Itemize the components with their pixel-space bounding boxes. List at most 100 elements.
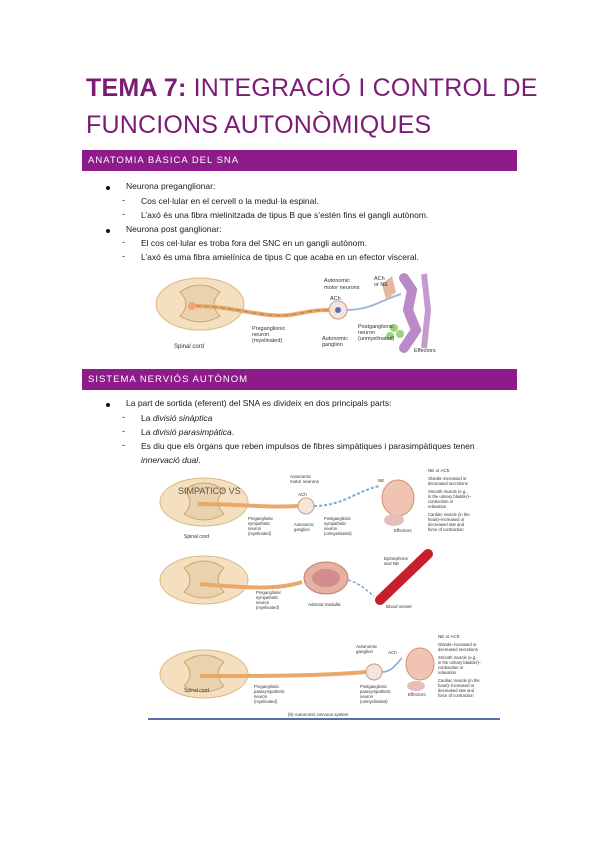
svg-text:NE or ACh:: NE or ACh: bbox=[438, 634, 461, 639]
svg-text:decreased secretions: decreased secretions bbox=[438, 647, 478, 652]
svg-text:(unmyelinated): (unmyelinated) bbox=[324, 531, 352, 536]
fig1-label-motor-neurons: Autonomic bbox=[324, 278, 350, 284]
dash: - bbox=[122, 237, 125, 247]
svg-text:ganglion: ganglion bbox=[322, 342, 343, 348]
svg-text:heart)–increased or: heart)–increased or bbox=[438, 683, 475, 688]
bullet-dot bbox=[106, 229, 110, 233]
svg-text:Smooth muscle (e.g.,: Smooth muscle (e.g., bbox=[438, 655, 478, 660]
svg-text:Preganglionic: Preganglionic bbox=[248, 516, 273, 521]
svg-text:Preganglionic: Preganglionic bbox=[252, 326, 286, 332]
svg-text:Adrenal medulla: Adrenal medulla bbox=[308, 602, 341, 607]
figure-ans-divisions: SIMPATICO VS Autonomic motor neurons NE … bbox=[148, 468, 500, 722]
figure-caption: (b) Autonomic nervous system bbox=[288, 712, 349, 717]
sub-item: L’axó és una fibra mielinitzada de tipus… bbox=[141, 210, 429, 220]
svg-text:relaxation: relaxation bbox=[428, 504, 447, 509]
svg-text:Effectors: Effectors bbox=[394, 528, 412, 533]
svg-text:NE or ACh:: NE or ACh: bbox=[428, 468, 451, 473]
grey-matter-shape bbox=[179, 284, 221, 323]
bullet-dot bbox=[106, 403, 110, 407]
svg-text:or NE: or NE bbox=[374, 282, 388, 288]
svg-text:neuron: neuron bbox=[252, 332, 269, 338]
svg-text:sympathetic: sympathetic bbox=[324, 521, 346, 526]
row-adrenal: Epinephrine and NE Preganglionic sympath… bbox=[159, 549, 433, 610]
svg-text:Glands–increased or: Glands–increased or bbox=[428, 476, 467, 481]
svg-text:(unmyelinated): (unmyelinated) bbox=[360, 699, 388, 704]
blood-vessel-shape bbox=[375, 549, 433, 605]
svg-text:Autonomic: Autonomic bbox=[322, 336, 348, 342]
title-rest: INTEGRACIÓ I CONTROL DE bbox=[186, 74, 538, 102]
svg-text:Blood vessel: Blood vessel bbox=[386, 604, 412, 609]
svg-text:Glands–increased or: Glands–increased or bbox=[438, 642, 477, 647]
effector-gland bbox=[399, 273, 422, 353]
neuron-body bbox=[188, 302, 196, 310]
sub-item-parasimpatica: La divisió parasimpàtica. bbox=[141, 427, 235, 437]
dash: - bbox=[122, 440, 125, 450]
row-sympathetic: SIMPATICO VS Autonomic motor neurons NE … bbox=[159, 468, 472, 540]
row-parasympathetic: Autonomic ganglion ACh NE or ACh: Glands… bbox=[159, 634, 482, 704]
svg-text:Autonomic: Autonomic bbox=[356, 644, 378, 649]
svg-text:motor neurons: motor neurons bbox=[290, 479, 320, 484]
svg-text:parasympathetic: parasympathetic bbox=[360, 689, 391, 694]
svg-text:(myelinated): (myelinated) bbox=[254, 699, 278, 704]
dash: - bbox=[122, 209, 125, 219]
svg-text:ACh: ACh bbox=[298, 492, 307, 497]
svg-text:Postganglionic: Postganglionic bbox=[324, 516, 351, 521]
svg-text:parasympathetic: parasympathetic bbox=[254, 689, 285, 694]
svg-text:decreased rate and: decreased rate and bbox=[438, 688, 475, 693]
svg-text:Epinephrine: Epinephrine bbox=[384, 556, 409, 561]
svg-text:ACh: ACh bbox=[330, 296, 341, 302]
figure-autonomic-neurons: Autonomic motor neurons ACh or NE ACh Sp… bbox=[146, 270, 456, 354]
svg-text:motor neurons: motor neurons bbox=[324, 285, 360, 291]
svg-text:(myelinated): (myelinated) bbox=[252, 338, 282, 344]
intro-text: La part de sortida (eferent) del SNA es … bbox=[126, 398, 392, 408]
dash: - bbox=[122, 251, 125, 261]
svg-text:Effectors: Effectors bbox=[408, 692, 426, 697]
svg-text:Spinal cord: Spinal cord bbox=[184, 688, 209, 694]
svg-text:Spinal cord: Spinal cord bbox=[184, 534, 209, 540]
svg-text:relaxation: relaxation bbox=[438, 670, 457, 675]
svg-text:Postganglionic: Postganglionic bbox=[360, 684, 387, 689]
svg-text:Autonomic: Autonomic bbox=[290, 474, 312, 479]
svg-text:Spinal cord: Spinal cord bbox=[174, 344, 204, 350]
title-line2: FUNCIONS AUTONÒMIQUES bbox=[86, 111, 432, 139]
svg-text:in the urinary bladder)–: in the urinary bladder)– bbox=[428, 494, 472, 499]
svg-text:sympathetic: sympathetic bbox=[248, 521, 270, 526]
svg-text:(unmyelinated): (unmyelinated) bbox=[358, 336, 395, 342]
dash: - bbox=[122, 426, 125, 436]
svg-text:in the urinary bladder)–: in the urinary bladder)– bbox=[438, 660, 482, 665]
svg-text:contraction or: contraction or bbox=[428, 499, 454, 504]
title-bold: TEMA 7: bbox=[86, 74, 187, 102]
svg-text:Effectors: Effectors bbox=[414, 348, 436, 354]
dash: - bbox=[122, 412, 125, 422]
svg-text:ganglion: ganglion bbox=[294, 527, 311, 532]
sub-item-dual-cont: innervació dual. bbox=[141, 455, 201, 465]
list-item-postganglionar: Neurona post ganglionar: bbox=[126, 224, 222, 234]
svg-text:neuron: neuron bbox=[324, 526, 338, 531]
overlay-text: SIMPATICO VS bbox=[178, 486, 241, 496]
section-header-sistema: SISTEMA NERVIÓS AUTÒNOM bbox=[82, 369, 517, 390]
svg-text:ganglion: ganglion bbox=[356, 649, 374, 654]
svg-text:ACh: ACh bbox=[374, 276, 385, 282]
sub-item-dual: Es diu que els òrgans que reben impulsos… bbox=[141, 441, 475, 451]
svg-text:ACh: ACh bbox=[388, 650, 397, 655]
svg-text:contraction or: contraction or bbox=[438, 665, 464, 670]
svg-text:neuron: neuron bbox=[358, 330, 375, 336]
svg-text:Preganglionic: Preganglionic bbox=[256, 590, 281, 595]
svg-text:Preganglionic: Preganglionic bbox=[254, 684, 279, 689]
svg-text:Autonomic: Autonomic bbox=[294, 522, 314, 527]
svg-text:sympathetic: sympathetic bbox=[256, 595, 278, 600]
svg-text:force of contraction: force of contraction bbox=[428, 527, 464, 532]
svg-text:force of contraction: force of contraction bbox=[438, 693, 474, 698]
svg-text:heart)–increased or: heart)–increased or bbox=[428, 517, 465, 522]
sub-item: El cos cel·lular es troba fora del SNC e… bbox=[141, 238, 367, 248]
sub-item: L’axó és uma fibra amielínica de tipus C… bbox=[141, 252, 419, 262]
svg-text:Postganglionic: Postganglionic bbox=[358, 324, 394, 330]
svg-text:(myelinated): (myelinated) bbox=[248, 531, 272, 536]
svg-text:NE: NE bbox=[378, 478, 384, 483]
svg-text:Smooth muscle (e.g.,: Smooth muscle (e.g., bbox=[428, 489, 468, 494]
svg-text:neuron: neuron bbox=[360, 694, 374, 699]
svg-text:Cardiac muscle (in the: Cardiac muscle (in the bbox=[428, 512, 470, 517]
dash: - bbox=[122, 195, 125, 205]
svg-text:neuron: neuron bbox=[248, 526, 262, 531]
svg-text:decreased rate and: decreased rate and bbox=[428, 522, 465, 527]
